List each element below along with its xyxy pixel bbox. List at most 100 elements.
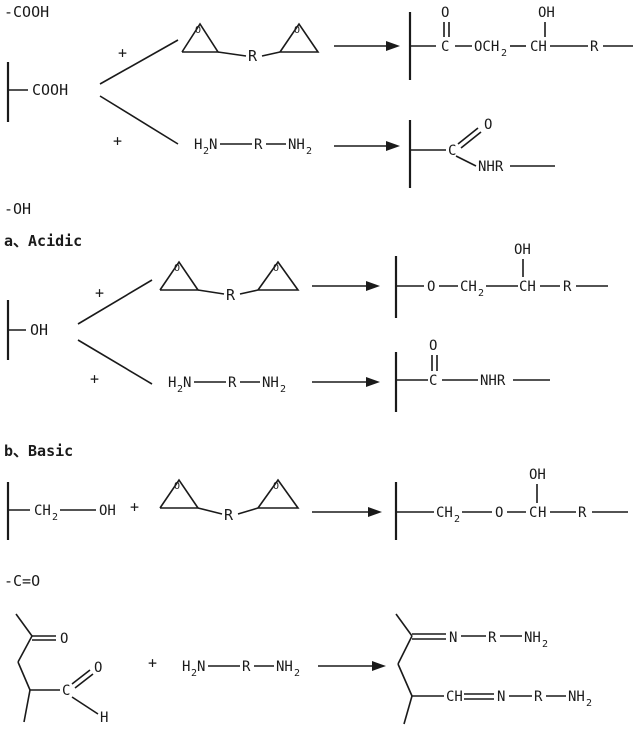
nhr-label: NHR bbox=[478, 159, 504, 175]
label-acidic: a、Acidic bbox=[4, 232, 82, 250]
product-amide: C O NHR bbox=[408, 117, 555, 188]
amine-h: H bbox=[168, 375, 176, 391]
ch-label: CH bbox=[34, 503, 51, 519]
amine-r: R bbox=[254, 137, 263, 153]
bond bbox=[197, 507, 223, 515]
r-group-1: R bbox=[488, 630, 497, 646]
epoxide-oxygen-right: O bbox=[273, 481, 279, 492]
subscript-2: 2 bbox=[586, 698, 592, 709]
carbonyl-o: O bbox=[441, 5, 449, 21]
carbon-c: C bbox=[429, 373, 437, 389]
epoxide-oxygen-left: O bbox=[174, 481, 180, 492]
ch-label: CH bbox=[530, 39, 547, 55]
plus-upper: + bbox=[118, 44, 127, 62]
diamine: H 2 N R NH 2 bbox=[182, 659, 300, 679]
amine-nh: NH bbox=[262, 375, 279, 391]
r-group: R bbox=[578, 505, 587, 521]
arrow-head bbox=[386, 41, 400, 51]
carbon-c: C bbox=[448, 143, 456, 159]
section-carbonyl: -C=O O C O H + H 2 N R NH 2 bbox=[4, 572, 592, 726]
epoxide-ring-right bbox=[279, 22, 320, 53]
ch-label: CH bbox=[460, 279, 477, 295]
branch-line-upper bbox=[99, 39, 179, 85]
amine-nh: NH bbox=[288, 137, 305, 153]
bond bbox=[17, 635, 33, 663]
epoxide-r: R bbox=[226, 286, 236, 304]
subscript-2: 2 bbox=[501, 48, 507, 59]
bond bbox=[17, 661, 31, 691]
arrow-head bbox=[372, 661, 386, 671]
label-basic: b、Basic bbox=[4, 442, 73, 460]
hydroxyl-oh: OH bbox=[529, 467, 546, 483]
r-group: R bbox=[563, 279, 572, 295]
hydroxyl-oh: OH bbox=[99, 503, 116, 519]
amine-h: H bbox=[182, 659, 190, 675]
section-basic: b、Basic CH 2 OH + O R O CH 2 O OH bbox=[4, 442, 628, 540]
bond bbox=[15, 613, 33, 637]
epoxide-oxygen-left: O bbox=[174, 263, 180, 274]
branch-line-lower bbox=[99, 95, 179, 145]
bond bbox=[71, 696, 99, 715]
diamine: H 2 N R NH 2 bbox=[168, 375, 286, 395]
amine-n: N bbox=[209, 137, 217, 153]
amine-nh: NH bbox=[276, 659, 293, 675]
ch-label-2: CH bbox=[519, 279, 536, 295]
subscript-2: 2 bbox=[454, 514, 460, 525]
subscript-2: 2 bbox=[542, 639, 548, 650]
product-basic: CH 2 O OH C H R bbox=[394, 467, 628, 540]
section-oh: -OH a、Acidic OH + + O R O O CH 2 OH bbox=[4, 200, 608, 412]
aldehyde-h: H bbox=[100, 710, 108, 726]
subscript-2: 2 bbox=[191, 668, 197, 679]
hydroxyl-oh: OH bbox=[514, 242, 531, 258]
carbonyl-o: O bbox=[484, 117, 492, 133]
subscript-2: 2 bbox=[52, 512, 58, 523]
bond bbox=[261, 51, 281, 57]
bond bbox=[403, 695, 413, 725]
amine-nh-1: NH bbox=[524, 630, 541, 646]
double-bond bbox=[457, 127, 479, 145]
plus: + bbox=[148, 654, 157, 672]
plus-lower: + bbox=[90, 370, 99, 388]
hydrogen-h: H bbox=[538, 505, 546, 521]
hydroxyl-oh: OH bbox=[538, 5, 555, 21]
ketone-oxygen: O bbox=[60, 631, 68, 647]
product-amide: O C NHR bbox=[394, 338, 550, 412]
bond bbox=[397, 635, 413, 665]
subscript-2: 2 bbox=[203, 146, 209, 157]
product-ester: O C OCH 2 OH CH R bbox=[408, 5, 633, 80]
double-bond bbox=[74, 673, 94, 689]
carbon-c: C bbox=[441, 39, 449, 55]
header-cooh: -COOH bbox=[4, 3, 49, 21]
epoxide-ring-left bbox=[181, 22, 220, 53]
header-co: -C=O bbox=[4, 572, 40, 590]
arrow-head bbox=[366, 377, 380, 387]
amine-nh-2: NH bbox=[568, 689, 585, 705]
och-label: OCH bbox=[474, 39, 499, 55]
arrow-head bbox=[368, 507, 382, 517]
epoxide-r: R bbox=[224, 506, 234, 524]
epoxide-ring-right bbox=[257, 260, 300, 291]
plus: + bbox=[130, 498, 139, 516]
arrow-head bbox=[366, 281, 380, 291]
oxygen-o: O bbox=[427, 279, 435, 295]
branch-line-lower bbox=[77, 339, 153, 385]
ch-label: CH bbox=[446, 689, 463, 705]
bis-epoxide: O R O bbox=[159, 260, 300, 304]
subscript-2: 2 bbox=[478, 288, 484, 299]
epoxide-ring-left bbox=[159, 478, 200, 509]
epoxide-ring-right bbox=[257, 478, 300, 509]
branch-line-upper bbox=[77, 279, 153, 325]
ch-label: CH bbox=[436, 505, 453, 521]
aldehyde-oxygen: O bbox=[94, 660, 102, 676]
aldehyde-c: C bbox=[62, 683, 70, 699]
carbonyl-o: O bbox=[429, 338, 437, 354]
header-oh: -OH bbox=[4, 200, 31, 218]
plus-lower: + bbox=[113, 132, 122, 150]
subscript-2: 2 bbox=[306, 146, 312, 157]
imine-n-2: N bbox=[497, 689, 505, 705]
bond bbox=[239, 289, 259, 295]
bond bbox=[197, 289, 225, 295]
amine-n: N bbox=[197, 659, 205, 675]
section-cooh: -COOH COOH + + O R O O C bbox=[4, 3, 633, 188]
